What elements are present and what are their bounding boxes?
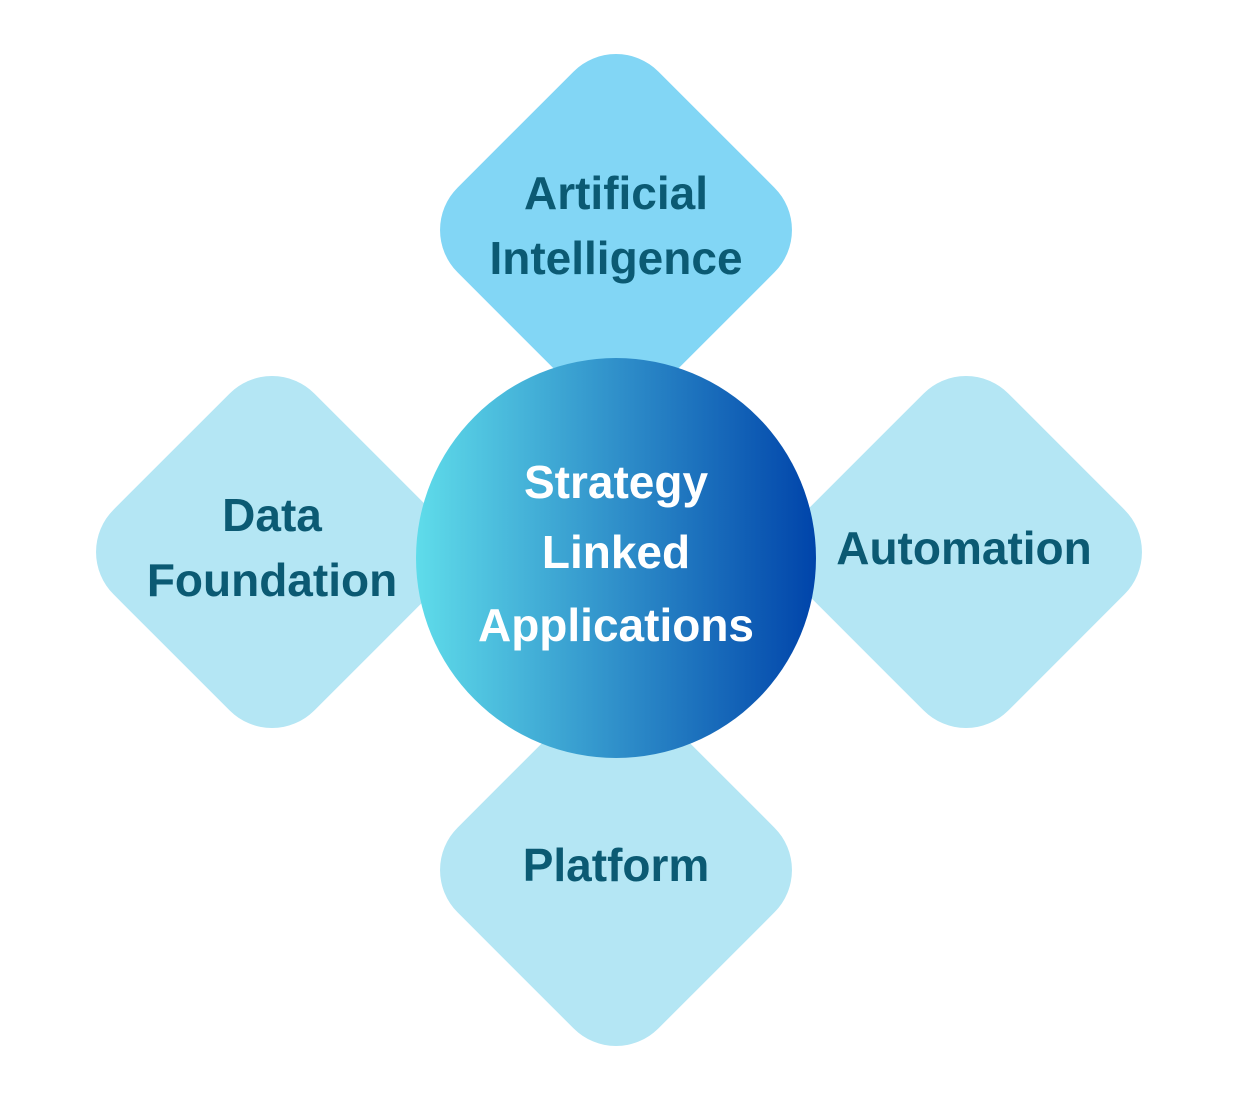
petal-bottom-shape — [440, 694, 792, 1046]
center-label-line1: Strategy — [524, 456, 708, 508]
center-label-line3: Applications — [478, 599, 754, 651]
petal-top-label-line2: Intelligence — [489, 232, 742, 284]
petal-top-label-line1: Artificial — [524, 167, 708, 219]
petal-right-shape — [790, 376, 1142, 728]
petal-bottom-label: Platform — [523, 839, 710, 891]
center-label-line2: Linked — [542, 526, 690, 578]
petal-top-shape — [440, 54, 792, 406]
petal-left-label-line2: Foundation — [147, 554, 397, 606]
petal-left-label-line1: Data — [222, 489, 322, 541]
center-circle — [416, 358, 816, 758]
petal-right-label: Automation — [836, 522, 1092, 574]
petal-left-shape — [96, 376, 448, 728]
